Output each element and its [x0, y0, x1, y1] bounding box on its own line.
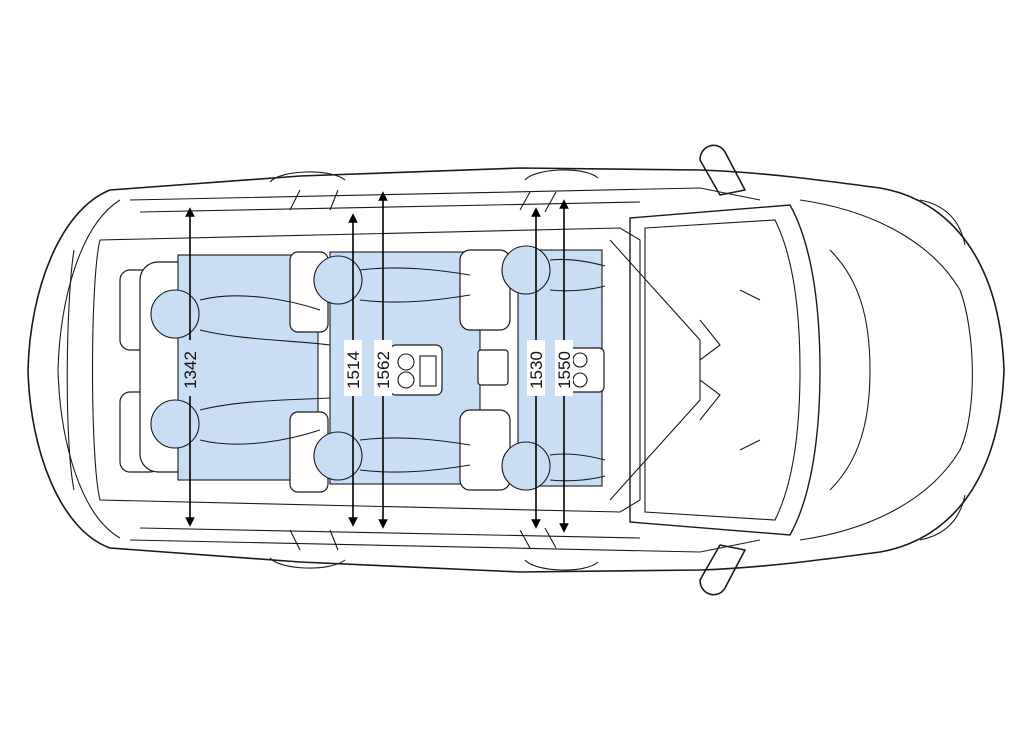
dimension-label-1562: 1562 [374, 351, 393, 389]
occupant-bodies [199, 258, 606, 482]
dimension-label-1550: 1550 [555, 351, 574, 389]
dimension-1562: 1562 [374, 191, 393, 529]
side-mirror-top [699, 144, 746, 196]
car-body [27, 167, 1005, 573]
dimension-label-1514: 1514 [344, 351, 363, 389]
side-mirror-bottom [699, 544, 746, 596]
cabin-outline [91, 227, 701, 513]
dimension-label-1342: 1342 [181, 351, 200, 389]
dimension-1514: 1514 [344, 213, 363, 527]
dimension-1550: 1550 [555, 199, 574, 533]
dimension-1342: 1342 [181, 207, 200, 527]
dimension-1530: 1530 [527, 207, 546, 529]
hood [799, 199, 973, 541]
center-console [389, 344, 605, 396]
dimension-label-1530: 1530 [527, 351, 546, 389]
windshield [629, 204, 821, 536]
